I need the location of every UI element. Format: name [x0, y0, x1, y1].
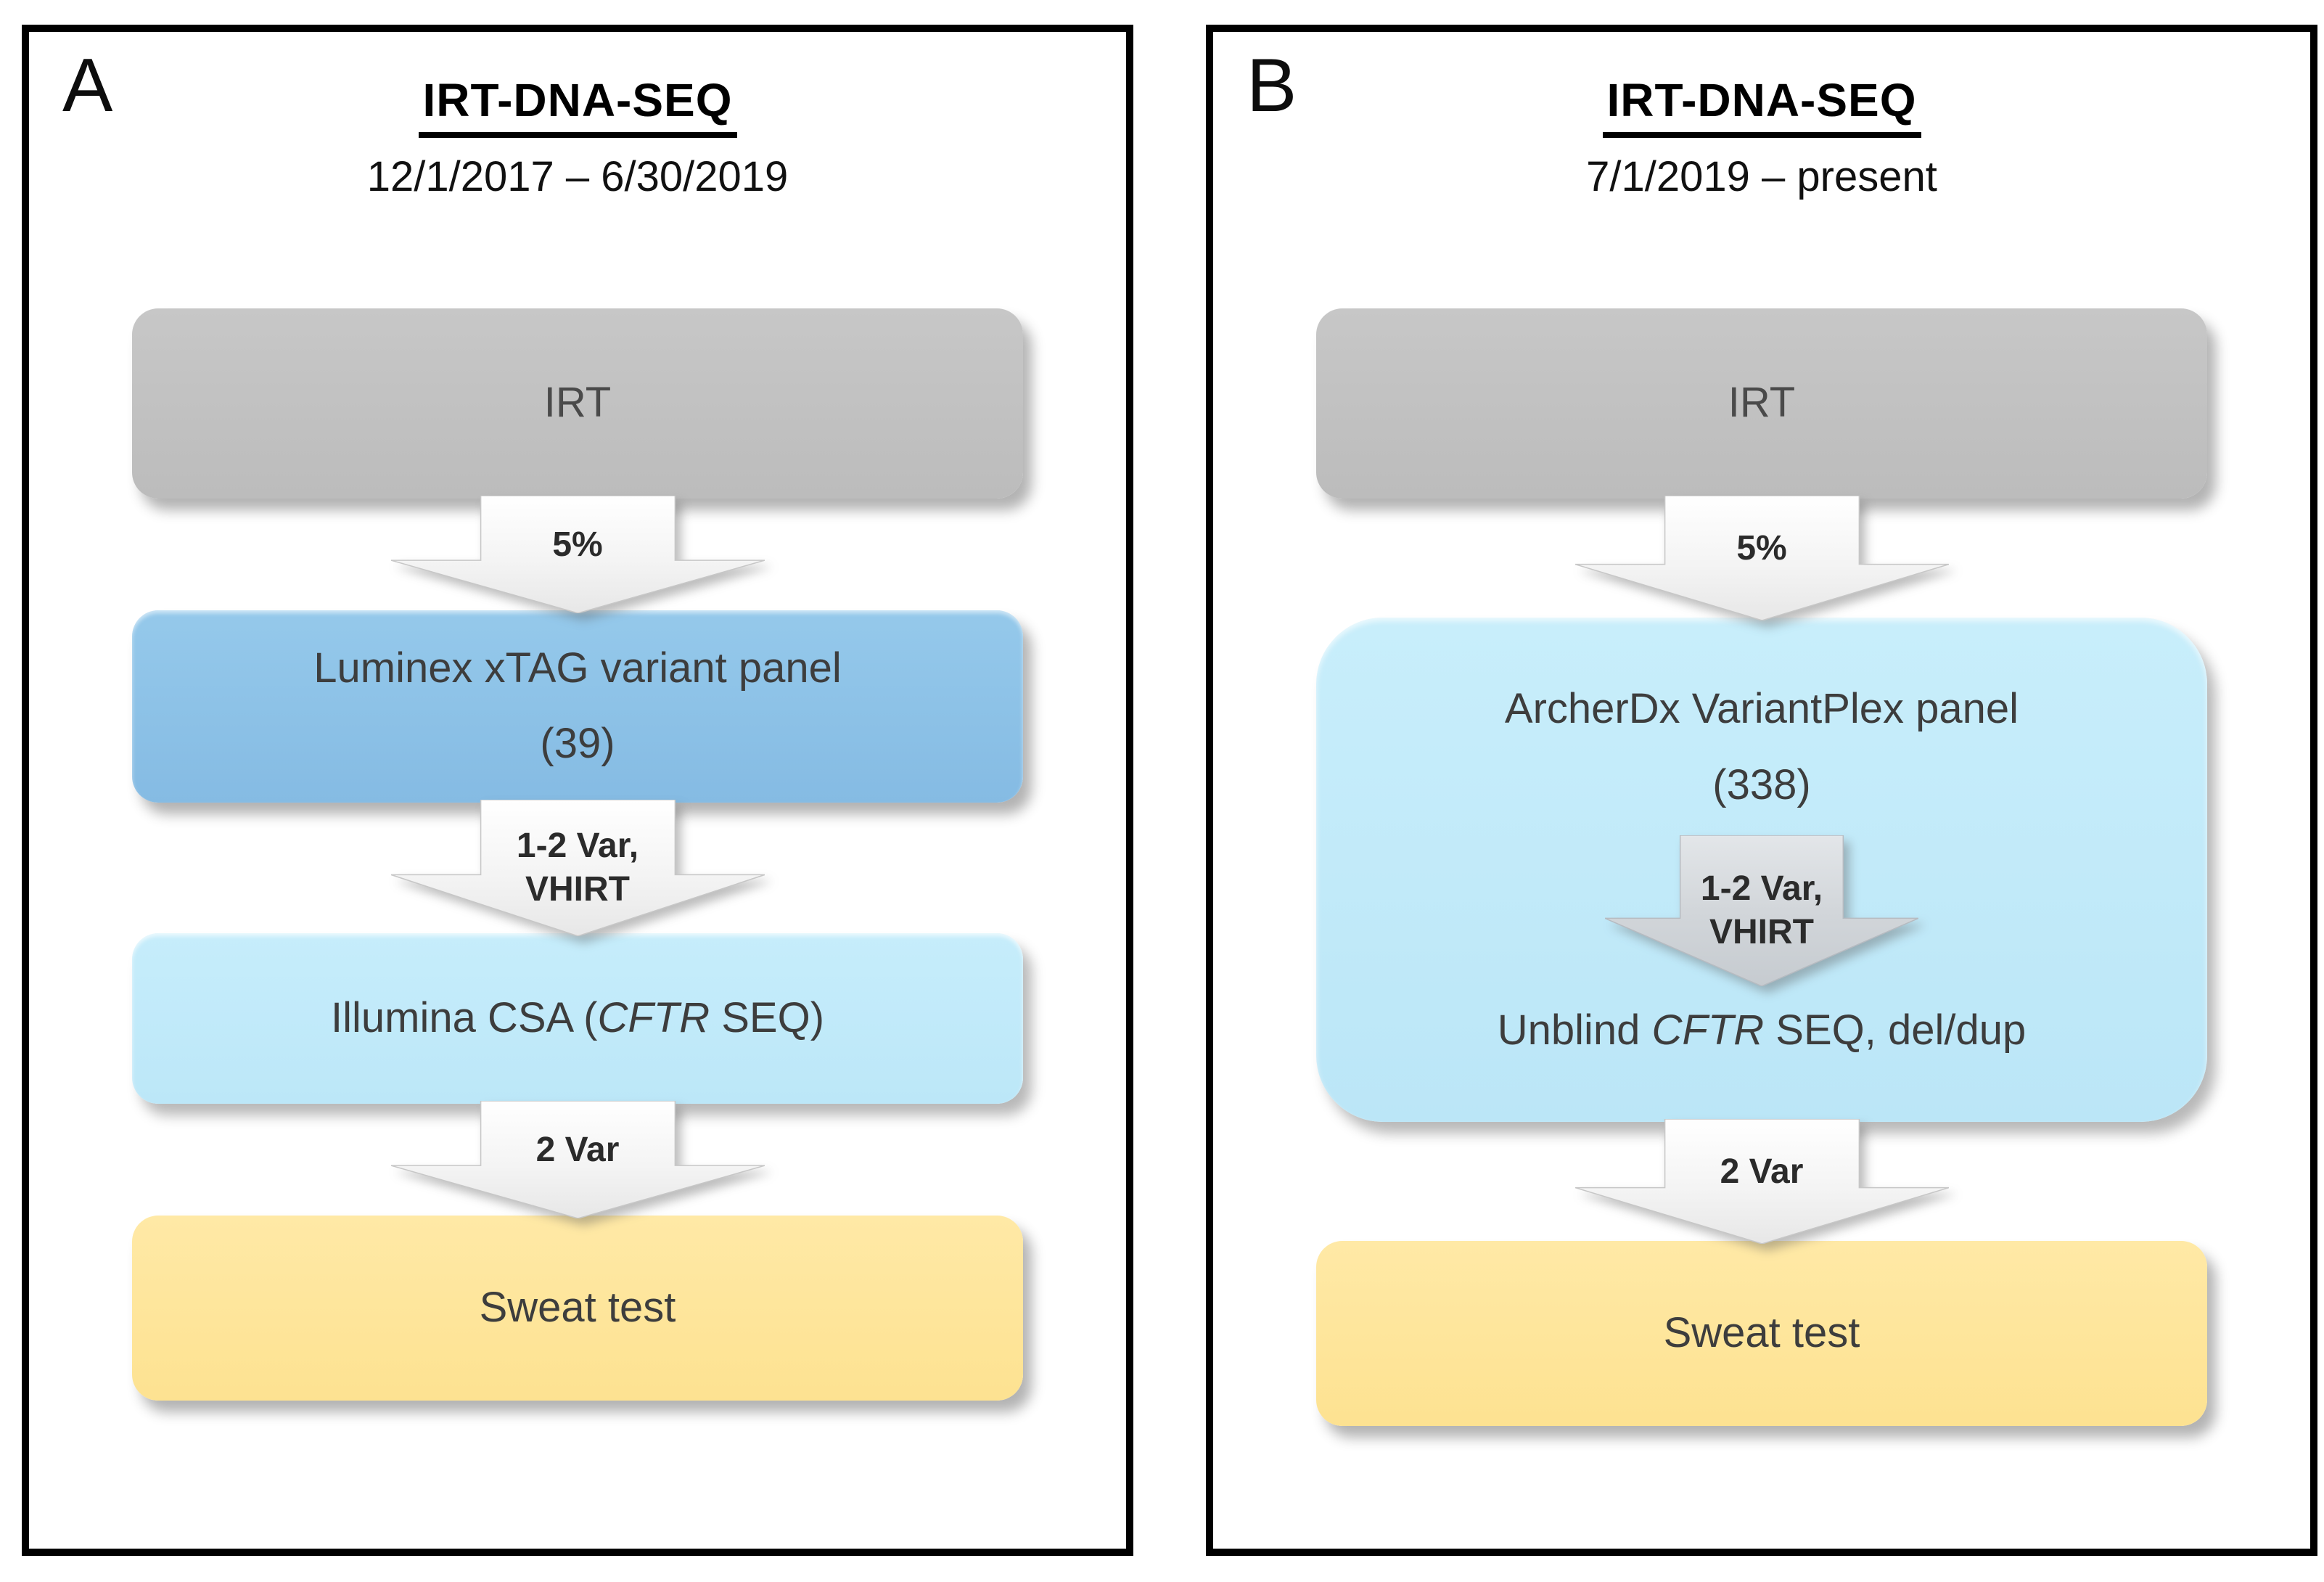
- panel-b-flow: IRT 5% ArcherDx VariantPlex panel (338): [1213, 308, 2310, 1426]
- arrow-2-var: 2 Var: [390, 1100, 765, 1218]
- panel-a-label: A: [62, 44, 113, 128]
- archerdx-panel-box: ArcherDx VariantPlex panel (338) 1-2 Var…: [1316, 617, 2207, 1122]
- sweat-test-label: Sweat test: [479, 1283, 676, 1331]
- irt-box-label: IRT: [543, 379, 612, 427]
- arrow-5-percent-text: 5%: [1736, 528, 1787, 567]
- arrow-var-line1: 1-2 Var,: [1700, 869, 1823, 908]
- sweat-test-box: Sweat test: [1316, 1240, 2207, 1426]
- arrow-5-percent-text: 5%: [552, 525, 603, 564]
- panel-a-flow: IRT 5% Luminex xTAG variant panel (39): [29, 308, 1126, 1401]
- arrow-var-line1: 1-2 Var,: [516, 826, 639, 865]
- arrow-2-var: 2 Var: [1574, 1118, 1949, 1244]
- arrow-5-percent-label: 5%: [391, 496, 765, 613]
- illumina-csa-prefix: Illumina CSA (: [330, 993, 598, 1041]
- luminex-panel-line1: Luminex xTAG variant panel: [313, 644, 842, 692]
- irt-box-label: IRT: [1728, 379, 1796, 427]
- arrow-5-percent: 5%: [390, 495, 765, 613]
- sweat-test-label: Sweat test: [1663, 1308, 1860, 1356]
- illumina-csa-suffix: SEQ): [710, 993, 825, 1041]
- luminex-panel-line2: (39): [540, 720, 615, 768]
- down-arrow-icon: [1574, 495, 1949, 620]
- arrow-2-var-label: 2 Var: [1575, 1119, 1949, 1244]
- arrow-1-2-var-vhirt-label: 1-2 Var, VHIRT: [391, 800, 765, 936]
- arrow-2-var-label: 2 Var: [391, 1101, 765, 1218]
- arrow-1-2-var-vhirt: 1-2 Var, VHIRT: [390, 799, 765, 936]
- irt-box: IRT: [1316, 308, 2207, 499]
- panel-a: A IRT-DNA-SEQ 12/1/2017 – 6/30/2019 IRT …: [22, 25, 1133, 1556]
- panel-b-date-range: 7/1/2019 – present: [1586, 152, 1937, 200]
- cftr-gene-italic: CFTR: [597, 993, 710, 1041]
- sweat-test-box: Sweat test: [132, 1215, 1023, 1401]
- arrow-1-2-var-vhirt-internal: 1-2 Var, VHIRT: [1605, 835, 1918, 986]
- illumina-csa-box: Illumina CSA (CFTR SEQ): [132, 933, 1023, 1104]
- cftr-gene-italic: CFTR: [1651, 1006, 1765, 1054]
- panel-b-label: B: [1247, 44, 1297, 128]
- panel-a-date-range: 12/1/2017 – 6/30/2019: [366, 152, 789, 200]
- down-arrow-icon: [390, 495, 765, 613]
- unblind-seq-label: Unblind CFTR SEQ, del/dup: [1498, 993, 2027, 1067]
- down-arrow-icon: [390, 1100, 765, 1218]
- irt-box: IRT: [132, 308, 1023, 499]
- archerdx-panel-line1: ArcherDx VariantPlex panel: [1504, 684, 2019, 732]
- illumina-csa-label: Illumina CSA (CFTR SEQ): [331, 980, 824, 1056]
- panel-a-title: IRT-DNA-SEQ: [418, 74, 737, 138]
- luminex-panel-box: Luminex xTAG variant panel (39): [132, 610, 1023, 803]
- arrow-5-percent-label: 5%: [1575, 496, 1949, 620]
- down-arrow-icon: [1574, 1118, 1949, 1244]
- arrow-var-line2: VHIRT: [525, 869, 630, 909]
- arrow-var-line2: VHIRT: [1709, 912, 1814, 951]
- panel-b-title: IRT-DNA-SEQ: [1602, 74, 1921, 138]
- down-arrow-icon: [390, 799, 765, 936]
- arrow-1-2-var-vhirt-label: 1-2 Var, VHIRT: [1605, 835, 1918, 986]
- archerdx-panel-line2: (338): [1712, 761, 1811, 809]
- panel-a-header: IRT-DNA-SEQ 12/1/2017 – 6/30/2019: [29, 74, 1126, 201]
- unblind-suffix: SEQ, del/dup: [1764, 1006, 2027, 1054]
- arrow-2-var-text: 2 Var: [535, 1130, 620, 1169]
- arrow-2-var-text: 2 Var: [1720, 1152, 1804, 1191]
- unblind-prefix: Unblind: [1497, 1006, 1652, 1054]
- down-arrow-icon: [1605, 835, 1918, 986]
- panel-b: B IRT-DNA-SEQ 7/1/2019 – present IRT 5% …: [1206, 25, 2317, 1556]
- panel-b-header: IRT-DNA-SEQ 7/1/2019 – present: [1213, 74, 2310, 201]
- arrow-5-percent: 5%: [1574, 495, 1949, 620]
